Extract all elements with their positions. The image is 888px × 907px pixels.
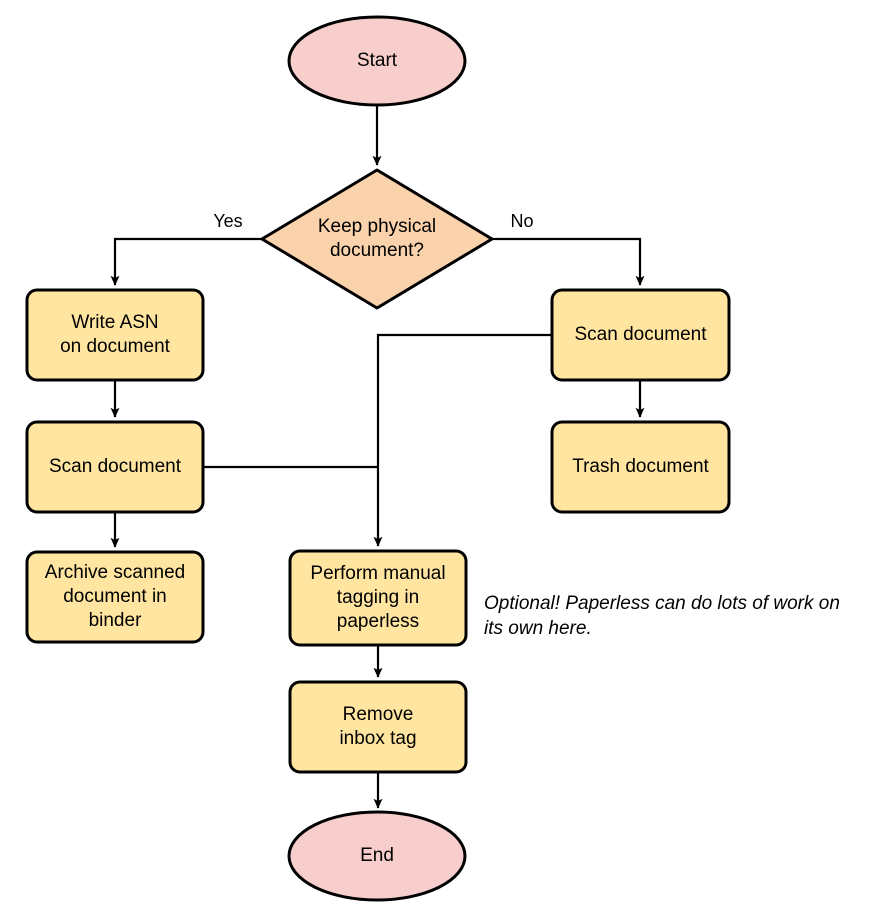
node-end: End (287, 810, 467, 902)
node-start: Start (287, 15, 467, 107)
process-shape (25, 288, 205, 382)
node-scan-right: Scan document (550, 288, 731, 382)
decision-shape (260, 168, 494, 310)
node-trash: Trash document (550, 420, 731, 514)
process-shape (25, 550, 205, 644)
process-shape (288, 680, 468, 774)
process-shape (550, 288, 731, 382)
edge-scan-right-to-manual-tagging (373, 333, 552, 547)
node-label: Trash document (572, 456, 709, 477)
edge-label-decision-no-to-scan-right: No (510, 211, 533, 231)
edge-decision-yes-to-write-asn: Yes (110, 211, 262, 286)
annotation-optional-note: Optional! Paperless can do lots of work … (484, 593, 840, 639)
terminator-shape (287, 15, 467, 107)
edge-line (492, 237, 645, 286)
node-label: Scan document (49, 456, 182, 477)
edge-label-decision-yes-to-write-asn: Yes (213, 211, 242, 231)
process-shape (550, 420, 731, 514)
process-shape (288, 549, 468, 647)
edge-line (373, 333, 552, 547)
terminator-shape (287, 810, 467, 902)
node-label: End (360, 845, 394, 866)
node-label: Start (357, 50, 398, 71)
edge-decision-no-to-scan-right: No (492, 211, 645, 286)
node-label: Scan document (574, 324, 707, 345)
annotations-layer: Optional! Paperless can do lots of work … (484, 593, 840, 639)
process-shape (25, 420, 205, 514)
edge-line (110, 237, 262, 286)
edges-layer: Yes No (110, 105, 645, 809)
node-scan-left: Scan document (25, 420, 205, 514)
